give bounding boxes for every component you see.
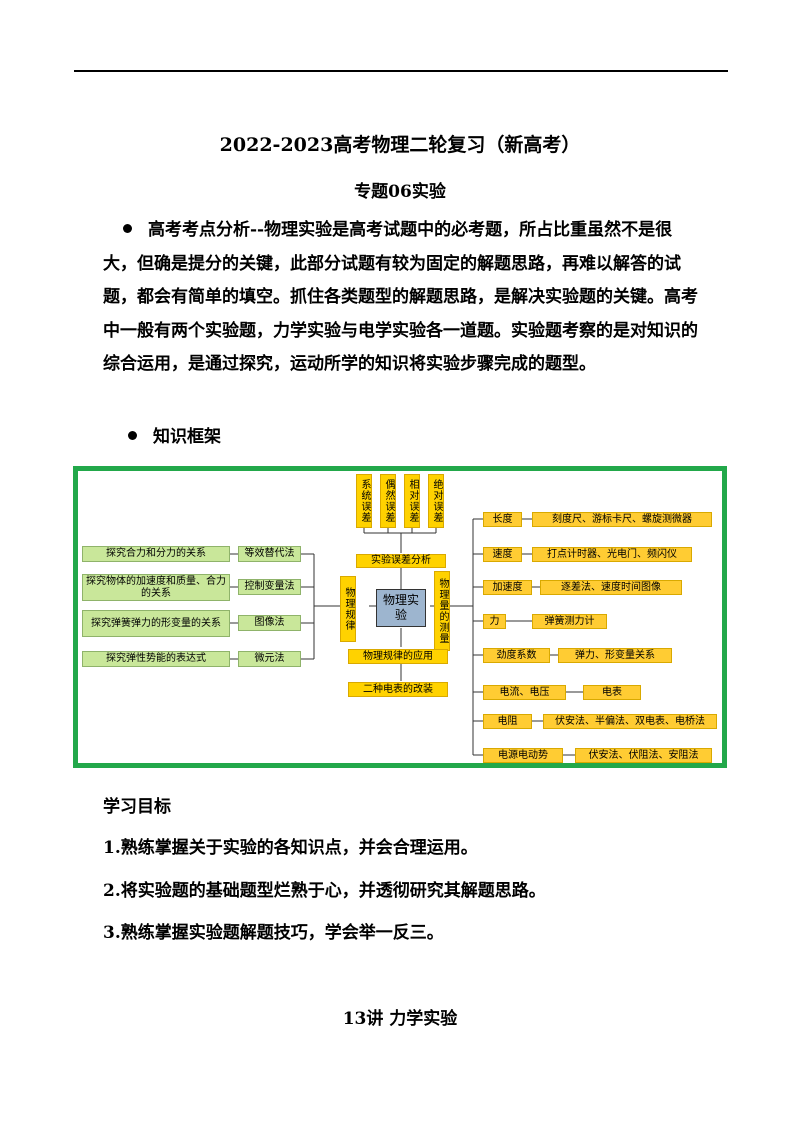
error-analysis-box: 实验误差分析 — [356, 554, 446, 568]
bullet-icon — [123, 224, 132, 233]
intro-text: 高考考点分析--物理实验是高考试题中的必考题，所占比重虽然不是很大，但确是提分的… — [103, 220, 698, 374]
error-box: 相对误差 — [404, 474, 420, 528]
goal-item: 2.将实验题的基础题型烂熟于心，并透彻研究其解题思路。 — [103, 881, 546, 901]
quantity-box: 电流、电压 — [483, 685, 566, 700]
quantity-box: 电源电动势 — [483, 748, 563, 763]
method-box: 控制变量法 — [238, 579, 301, 595]
document-subtitle: 专题06实验 — [354, 182, 446, 202]
knowledge-framework-map: 系统误差 偶然误差 相对误差 绝对误差 实验误差分析 物理实验 物理规律 物理量… — [73, 466, 727, 768]
error-box: 系统误差 — [356, 474, 372, 528]
quantity-box: 劲度系数 — [483, 648, 550, 663]
quantity-box: 加速度 — [483, 580, 532, 595]
document-title: 2022-2023高考物理二轮复习（新高考） — [219, 134, 581, 156]
experiment-box: 探究合力和分力的关系 — [82, 546, 230, 562]
tools-box: 伏安法、半偏法、双电表、电桥法 — [543, 714, 717, 729]
intro-paragraph: 高考考点分析--物理实验是高考试题中的必考题，所占比重虽然不是很大，但确是提分的… — [103, 214, 703, 382]
quantity-box: 力 — [483, 614, 506, 629]
quantity-box: 电阻 — [483, 714, 532, 729]
quantity-box: 长度 — [483, 512, 522, 527]
law-branch-box: 物理规律 — [340, 576, 356, 642]
tools-box: 伏安法、伏阻法、安阻法 — [575, 748, 712, 763]
center-node: 物理实验 — [376, 589, 426, 627]
bullet-icon — [128, 431, 137, 440]
tools-box: 打点计时器、光电门、频闪仪 — [532, 547, 692, 562]
tools-box: 电表 — [583, 685, 641, 700]
quantity-box: 速度 — [483, 547, 522, 562]
application-box: 物理规律的应用 — [348, 649, 448, 664]
goals-heading: 学习目标 — [103, 797, 171, 817]
header-rule — [74, 70, 728, 72]
lecture-title: 13讲 力学实验 — [342, 1009, 458, 1029]
framework-heading: 知识框架 — [128, 422, 221, 447]
tools-box: 弹力、形变量关系 — [558, 648, 672, 663]
meter-conversion-box: 二种电表的改装 — [348, 682, 448, 697]
goal-item: 3.熟练掌握实验题解题技巧，学会举一反三。 — [103, 923, 444, 943]
error-box: 绝对误差 — [428, 474, 444, 528]
method-box: 图像法 — [238, 615, 301, 631]
connector-lines — [230, 518, 583, 756]
error-box: 偶然误差 — [380, 474, 396, 528]
goal-item: 1.熟练掌握关于实验的各知识点，并会合理运用。 — [103, 838, 478, 858]
experiment-box: 探究弹簧弹力的形变量的关系 — [82, 610, 230, 637]
tools-box: 弹簧测力计 — [532, 614, 607, 629]
tools-box: 逐差法、速度时间图像 — [540, 580, 682, 595]
method-box: 微元法 — [238, 651, 301, 667]
tools-box: 刻度尺、游标卡尺、螺旋测微器 — [532, 512, 712, 527]
experiment-box: 探究弹性势能的表达式 — [82, 651, 230, 667]
measurement-branch-box: 物理量的测量 — [434, 571, 450, 651]
method-box: 等效替代法 — [238, 546, 301, 562]
experiment-box: 探究物体的加速度和质量、合力的关系 — [82, 574, 230, 601]
